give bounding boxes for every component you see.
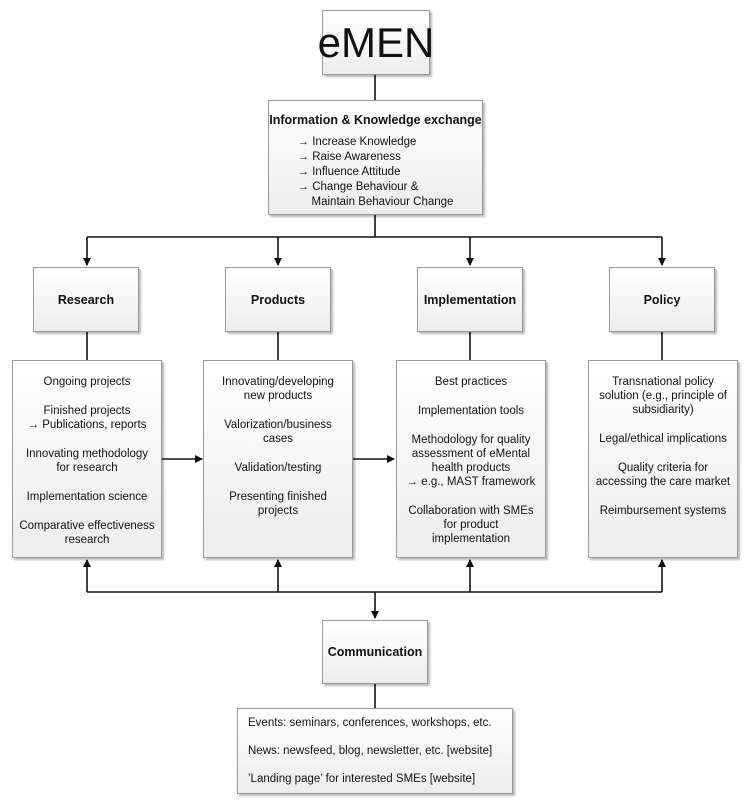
arrow-icon: → <box>297 166 310 178</box>
arrow-icon: → <box>297 136 310 148</box>
list-item: Implementation science <box>26 491 148 503</box>
info-item-continuation: Maintain Behaviour Change <box>311 196 454 208</box>
list-item: ’Landing page’ for interested SMEs [webs… <box>248 773 476 785</box>
pillar-header-policy: Policy <box>609 267 715 332</box>
info-item: → Influence Attitude <box>297 166 401 178</box>
list-item: Innovating methodology for research <box>25 448 149 474</box>
arrow-icon: → <box>297 151 310 163</box>
products-content-box: Innovating/developing new products Valor… <box>203 360 353 558</box>
list-item: Validation/testing <box>234 462 322 474</box>
info-item: → Raise Awareness <box>297 151 401 163</box>
communication-header: Communication <box>322 620 428 684</box>
list-item: Transnational policy solution (e.g., pri… <box>599 376 727 416</box>
list-item: Ongoing projects <box>43 376 131 388</box>
list-item: News: newsfeed, blog, newsletter, etc. [… <box>248 745 493 757</box>
info-item: → Increase Knowledge <box>297 136 417 148</box>
title-box: eMEN <box>318 10 434 75</box>
list-item: Events: seminars, conferences, workshops… <box>248 717 492 729</box>
pillar-header-implementation: Implementation <box>417 267 523 332</box>
list-item: Implementation tools <box>417 405 525 417</box>
info-list: → Increase Knowledge → Raise Awareness →… <box>298 135 454 210</box>
list-item: Methodology for quality assessment of eM… <box>411 434 531 474</box>
pillar-header-products: Products <box>225 267 331 332</box>
list-item: Comparative effectiveness research <box>19 520 155 546</box>
info-heading: Information & Knowledge exchange <box>269 113 482 127</box>
list-item: Finished projects <box>43 405 131 417</box>
list-item: Reimbursement systems <box>599 505 727 517</box>
list-item: Valorization/business cases <box>224 419 332 445</box>
info-box: Information & Knowledge exchange → Incre… <box>268 100 483 215</box>
info-item: → Change Behaviour & <box>297 181 419 193</box>
implementation-content-box: Best practices Implementation tools Meth… <box>396 360 546 558</box>
diagram-title: eMEN <box>317 18 435 66</box>
list-item: Legal/ethical implications <box>599 433 727 445</box>
list-item: Collaboration with SMEs for product impl… <box>408 505 534 545</box>
list-item: Best practices <box>434 376 508 388</box>
list-item: → e.g., MAST framework <box>406 476 536 488</box>
list-item: Innovating/developing new products <box>222 376 334 402</box>
list-item: Quality criteria for accessing the care … <box>595 462 731 488</box>
research-content-box: Ongoing projects Finished projects → Pub… <box>12 360 162 558</box>
policy-content-box: Transnational policy solution (e.g., pri… <box>588 360 738 558</box>
list-item: Presenting finished projects <box>229 491 327 517</box>
pillar-header-research: Research <box>33 267 139 332</box>
arrow-icon: → <box>297 181 310 193</box>
list-item: → Publications, reports <box>27 419 147 431</box>
communication-content-box: Events: seminars, conferences, workshops… <box>237 708 513 794</box>
